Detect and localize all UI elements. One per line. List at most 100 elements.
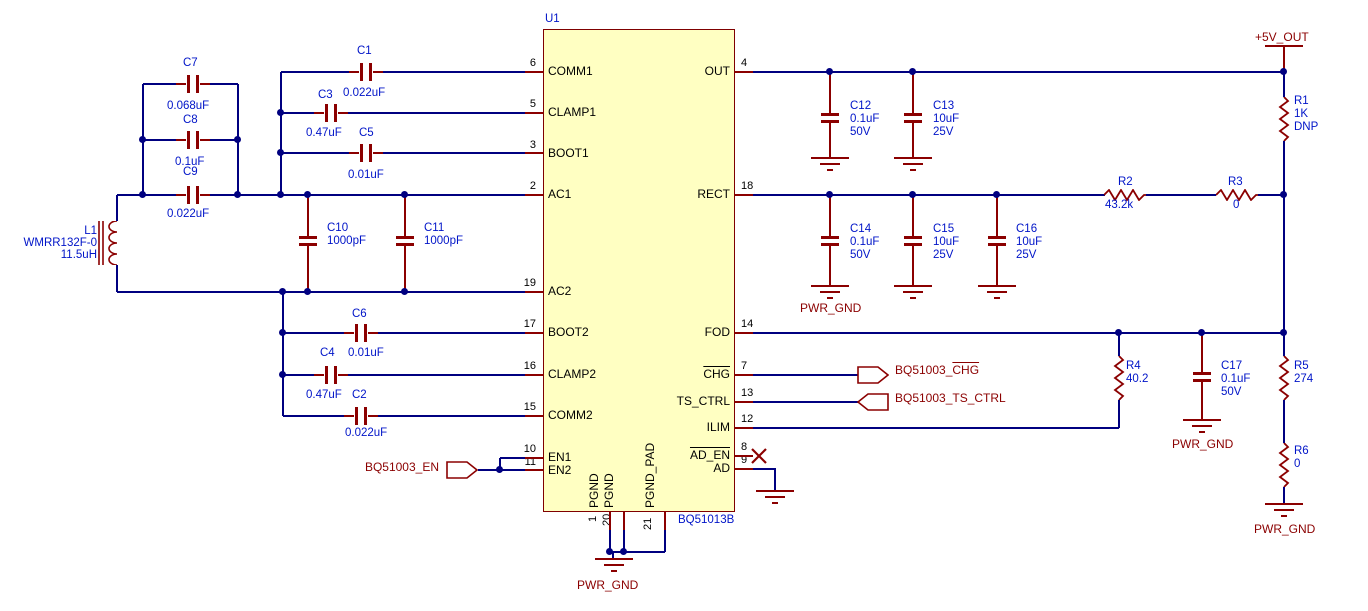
junction-dot <box>826 68 833 75</box>
component-refdes: C9 <box>183 166 198 178</box>
capacitor-c3[interactable] <box>314 104 348 122</box>
capacitor-c17[interactable] <box>1193 372 1211 382</box>
component-voltage: 25V <box>933 126 954 138</box>
resistor-r5[interactable] <box>1278 356 1290 400</box>
resistor-r2[interactable] <box>1104 189 1146 201</box>
component-refdes: C3 <box>318 89 333 101</box>
junction-dot <box>234 191 241 198</box>
capacitor-c9[interactable] <box>176 186 210 204</box>
junction-dot <box>304 288 311 295</box>
pin-name-boot1: BOOT1 <box>548 146 589 160</box>
junction-dot <box>234 136 241 143</box>
component-value: 0.022uF <box>345 427 388 439</box>
resistor-r6[interactable] <box>1278 443 1290 487</box>
capacitor-c2[interactable] <box>344 407 378 425</box>
junction-dot <box>1280 191 1287 198</box>
pin-number-2: 2 <box>529 180 536 192</box>
component-value: 0.1uF <box>850 113 880 125</box>
pin-name-fod: FOD <box>704 325 730 339</box>
capacitor-c12[interactable] <box>821 113 839 123</box>
pin-name-chg: CHG <box>703 367 730 381</box>
component-value: 0.01uF <box>348 347 384 359</box>
component-value: 10uF <box>933 236 960 248</box>
junction-dot <box>277 149 284 156</box>
pin-name-pgnd-1: PGND <box>587 473 601 508</box>
capacitor-lead <box>404 195 406 236</box>
pin-name-ac1: AC1 <box>548 187 572 201</box>
wire-segment <box>609 530 611 552</box>
wire-en1 <box>500 457 543 459</box>
pin-stub <box>525 374 543 376</box>
port-bq51003-ts-ctrl[interactable] <box>857 393 889 411</box>
component-value: 0.068uF <box>167 100 210 112</box>
pin-name-ilim: ILIM <box>706 420 730 434</box>
port-bq51003-en[interactable] <box>446 461 478 479</box>
wire-ac2 <box>117 291 543 293</box>
junction-dot <box>279 329 286 336</box>
pin-name-comm1: COMM1 <box>548 64 593 78</box>
inductor-l1[interactable] <box>97 221 119 265</box>
capacitor-c15[interactable] <box>904 236 922 246</box>
component-refdes: R5 <box>1294 360 1309 372</box>
wire-segment <box>1283 72 1285 97</box>
pin-stub <box>525 291 543 293</box>
junction-dot <box>909 191 916 198</box>
wire-segment <box>283 332 344 334</box>
wire-chg <box>735 374 858 376</box>
ground-symbol <box>978 285 1016 299</box>
capacitor-c10[interactable] <box>299 236 317 246</box>
capacitor-c11[interactable] <box>396 236 414 246</box>
wire-out <box>735 71 1284 73</box>
ic-body-u1[interactable] <box>543 29 735 512</box>
capacitor-lead <box>1201 382 1203 419</box>
capacitor-c4[interactable] <box>314 366 348 384</box>
port-label-ts-ctrl: BQ51003_TS_CTRL <box>895 391 1006 405</box>
resistor-r3[interactable] <box>1216 189 1258 201</box>
capacitor-c16[interactable] <box>988 236 1006 246</box>
resistor-r1[interactable] <box>1278 97 1290 141</box>
component-value: 11.5uH <box>60 249 97 261</box>
capacitor-c7[interactable] <box>176 75 210 93</box>
capacitor-lead <box>1201 333 1203 372</box>
port-label-en: BQ51003_EN <box>364 460 439 474</box>
ground-symbol <box>1183 419 1221 433</box>
pin-stub <box>735 427 753 429</box>
pin-number-16: 16 <box>523 360 536 372</box>
ground-symbol <box>811 285 849 299</box>
resistor-r4[interactable] <box>1113 356 1125 400</box>
wire-fod <box>735 332 1284 334</box>
pin-name-ts-ctrl: TS_CTRL <box>676 394 730 408</box>
component-voltage: 50V <box>850 249 871 261</box>
capacitor-lead <box>912 123 914 157</box>
capacitor-c5[interactable] <box>349 144 383 162</box>
capacitor-lead <box>829 72 831 113</box>
component-value: 0.022uF <box>167 208 210 220</box>
component-refdes: C17 <box>1221 360 1243 372</box>
capacitor-c8[interactable] <box>176 131 210 149</box>
capacitor-lead <box>996 195 998 236</box>
wire-segment <box>664 530 666 552</box>
power-net-label: +5V_OUT <box>1255 30 1309 44</box>
capacitor-c1[interactable] <box>349 63 383 81</box>
component-refdes: R3 <box>1228 176 1243 188</box>
component-value: 0.01uF <box>348 169 384 181</box>
capacitor-lead <box>912 195 914 236</box>
pin-name-clamp2: CLAMP2 <box>548 367 597 381</box>
capacitor-c13[interactable] <box>904 113 922 123</box>
pin-name-out: OUT <box>704 64 730 78</box>
component-value: 0.47uF <box>306 389 342 401</box>
ic-part-number: BQ51013B <box>678 514 735 526</box>
wire-comm1 <box>383 71 543 73</box>
port-bq51003-chg[interactable] <box>857 366 889 384</box>
capacitor-c14[interactable] <box>821 236 839 246</box>
component-refdes: C15 <box>933 223 955 235</box>
pin-number-11: 11 <box>524 456 536 468</box>
wire-segment <box>210 83 238 85</box>
component-voltage: 25V <box>1016 249 1037 261</box>
capacitor-c6[interactable] <box>344 324 378 342</box>
wire-ts-ctrl <box>735 401 858 403</box>
pin-name-clamp1: CLAMP1 <box>548 105 597 119</box>
gnd-net-label: PWR_GND <box>800 301 862 315</box>
pin-number-6: 6 <box>529 57 536 69</box>
capacitor-lead <box>307 195 309 236</box>
